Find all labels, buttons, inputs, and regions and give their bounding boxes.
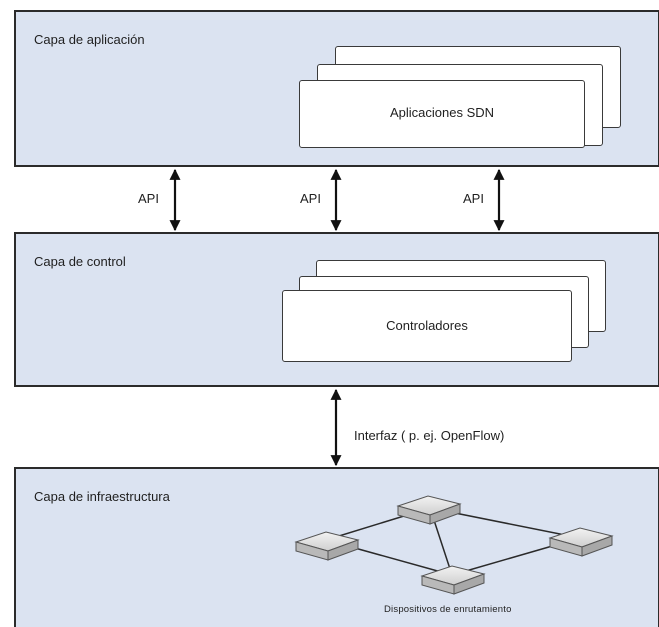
api-label-left: API: [138, 191, 159, 206]
application-stack-label: Aplicaciones SDN: [389, 105, 495, 120]
control-layer-title: Capa de control: [34, 254, 126, 269]
infrastructure-layer-title: Capa de infraestructura: [34, 489, 170, 504]
application-stack-card-front: Aplicaciones SDN: [299, 80, 585, 148]
router-switch-icon: [396, 495, 462, 525]
control-stack-card-front: Controladores: [282, 290, 572, 362]
southbound-interface-label: Interfaz ( p. ej. OpenFlow): [354, 428, 505, 443]
router-switch-icon: [548, 527, 614, 557]
application-layer-title: Capa de aplicación: [34, 32, 145, 47]
devices-caption: Dispositivos de enrutamiento: [384, 604, 512, 615]
router-switch-icon: [420, 565, 486, 595]
network-links: [325, 507, 581, 576]
api-label-right: API: [463, 191, 484, 206]
router-switch-icon: [294, 531, 360, 561]
api-label-center: API: [300, 191, 321, 206]
control-stack-label: Controladores: [386, 318, 468, 333]
